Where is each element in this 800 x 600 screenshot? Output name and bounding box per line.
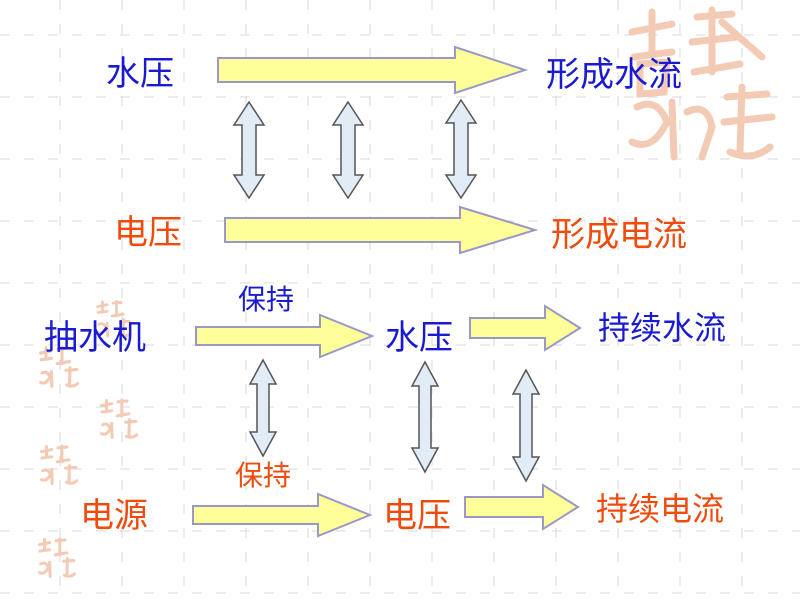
seal-stamp-icon xyxy=(628,6,776,161)
double-arrow-icon xyxy=(331,100,365,200)
water-pressure-label: 水压 xyxy=(106,54,174,94)
continuous-water-label: 持续水流 xyxy=(598,309,727,347)
seal-stamp-icon xyxy=(39,444,79,485)
pump-label: 抽水机 xyxy=(44,318,146,358)
seal-stamp-icon xyxy=(37,537,77,578)
voltage-label: 电压 xyxy=(114,213,182,253)
right-arrow-icon xyxy=(217,45,529,95)
right-arrow-icon xyxy=(195,313,375,359)
water-pressure-label-2: 水压 xyxy=(385,318,453,358)
double-arrow-icon xyxy=(248,358,278,458)
keep-label-top: 保持 xyxy=(238,283,295,316)
right-arrow-icon xyxy=(464,483,580,531)
right-arrow-icon xyxy=(224,205,539,255)
seal-stamp-icon xyxy=(96,300,132,338)
seal-stamp-icon xyxy=(39,345,80,388)
water-flow-label: 形成水流 xyxy=(546,55,682,95)
keep-label-bottom: 保持 xyxy=(235,459,292,492)
double-arrow-icon xyxy=(232,100,266,200)
double-arrow-icon xyxy=(410,360,440,474)
voltage-label-2: 电压 xyxy=(383,496,451,536)
seal-stamp-icon xyxy=(99,398,139,439)
double-arrow-icon xyxy=(511,368,541,483)
current-label: 形成电流 xyxy=(551,215,687,255)
right-arrow-icon xyxy=(469,304,582,352)
double-arrow-icon xyxy=(444,98,478,200)
right-arrow-icon xyxy=(192,492,373,538)
continuous-current-label: 持续电流 xyxy=(596,490,725,528)
power-source-label: 电源 xyxy=(80,496,148,536)
